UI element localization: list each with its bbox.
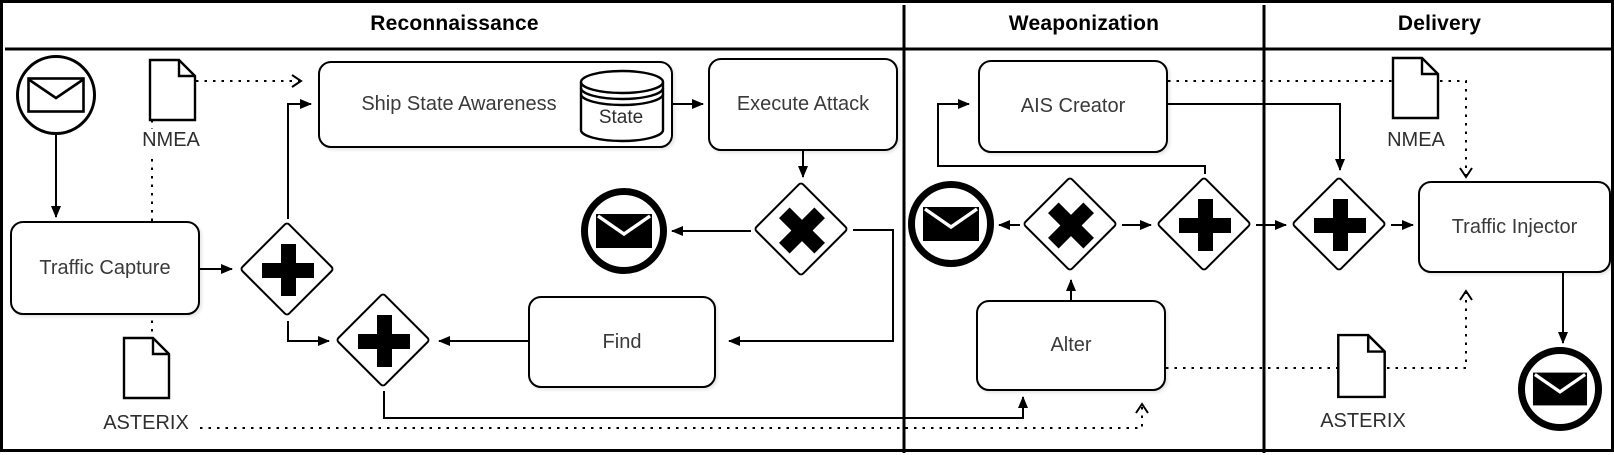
envelope-filled-icon xyxy=(596,214,652,248)
data-object-nmea-delivery-label: NMEA xyxy=(1387,129,1445,151)
document-icon xyxy=(1337,333,1386,399)
end-event-message-recon xyxy=(581,188,667,274)
envelope-filled-icon xyxy=(1532,372,1588,406)
connectors-layer xyxy=(5,5,1614,453)
task-execute-attack: Execute Attack xyxy=(708,58,898,151)
gateway-exclusive-weaponization xyxy=(1021,175,1121,275)
document-icon xyxy=(1391,56,1440,120)
flow-xgateway1-to-find xyxy=(728,229,894,346)
lane-title-weaponization: Weaponization xyxy=(1008,12,1160,35)
data-object-asterix-recon-label: ASTERIX xyxy=(103,412,189,434)
flow-gateway2-to-alter xyxy=(383,391,1028,419)
flow-gateway1-to-ship-state-awareness xyxy=(287,99,312,219)
assoc-asterix-recon-to-alter xyxy=(200,402,1149,429)
document-icon xyxy=(148,58,197,122)
cylinder-icon xyxy=(579,69,665,143)
lane-title-delivery: Delivery xyxy=(1397,12,1482,35)
flow-gateway1-to-gateway2 xyxy=(287,321,330,346)
start-event-message xyxy=(16,55,96,135)
gateway-exclusive-recon xyxy=(752,180,852,280)
task-find: Find xyxy=(528,296,716,388)
assoc-ais-creator-nmea-to-traffic-injector xyxy=(1168,80,1473,179)
flow-ais-creator-to-gateway4 xyxy=(1168,103,1345,171)
data-object-asterix-delivery-label: ASTERIX xyxy=(1320,410,1406,432)
flow-gateway3-to-ais-creator xyxy=(937,99,1206,174)
data-object-asterix-recon xyxy=(122,336,172,405)
lane-title-reconnaissance: Reconnaissance xyxy=(370,12,539,35)
task-alter-label: Alter xyxy=(1050,334,1092,356)
task-traffic-capture: Traffic Capture xyxy=(10,221,200,315)
data-object-nmea-recon xyxy=(148,58,198,127)
document-icon xyxy=(122,336,171,400)
end-event-message-delivery xyxy=(1518,347,1602,431)
task-ais-creator: AIS Creator xyxy=(978,60,1168,153)
task-execute-attack-label: Execute Attack xyxy=(736,93,870,115)
gateway-parallel-1 xyxy=(238,220,338,320)
data-object-nmea-recon-label: NMEA xyxy=(142,129,200,151)
data-object-nmea-delivery xyxy=(1391,56,1441,125)
envelope-outline-icon xyxy=(27,77,85,113)
task-traffic-capture-label: Traffic Capture xyxy=(39,256,171,279)
task-ais-creator-label: AIS Creator xyxy=(1020,95,1126,117)
task-ship-state-awareness: Ship State Awareness State xyxy=(318,61,673,148)
data-object-asterix-delivery xyxy=(1336,333,1388,404)
assoc-alter-asterix-to-traffic-injector xyxy=(1166,289,1473,369)
gateway-parallel-3 xyxy=(1155,175,1255,275)
task-find-label: Find xyxy=(602,330,642,353)
task-alter: Alter xyxy=(976,300,1166,391)
gateway-parallel-2 xyxy=(334,291,434,391)
end-event-message-weaponization xyxy=(908,181,994,267)
task-traffic-injector: Traffic Injector xyxy=(1418,181,1611,273)
envelope-filled-icon xyxy=(923,207,979,241)
task-ship-state-awareness-label: Ship State Awareness xyxy=(361,93,557,115)
datastore-state-label: State xyxy=(598,107,644,128)
task-traffic-injector-label: Traffic Injector xyxy=(1451,215,1578,238)
gateway-parallel-4 xyxy=(1290,175,1390,275)
